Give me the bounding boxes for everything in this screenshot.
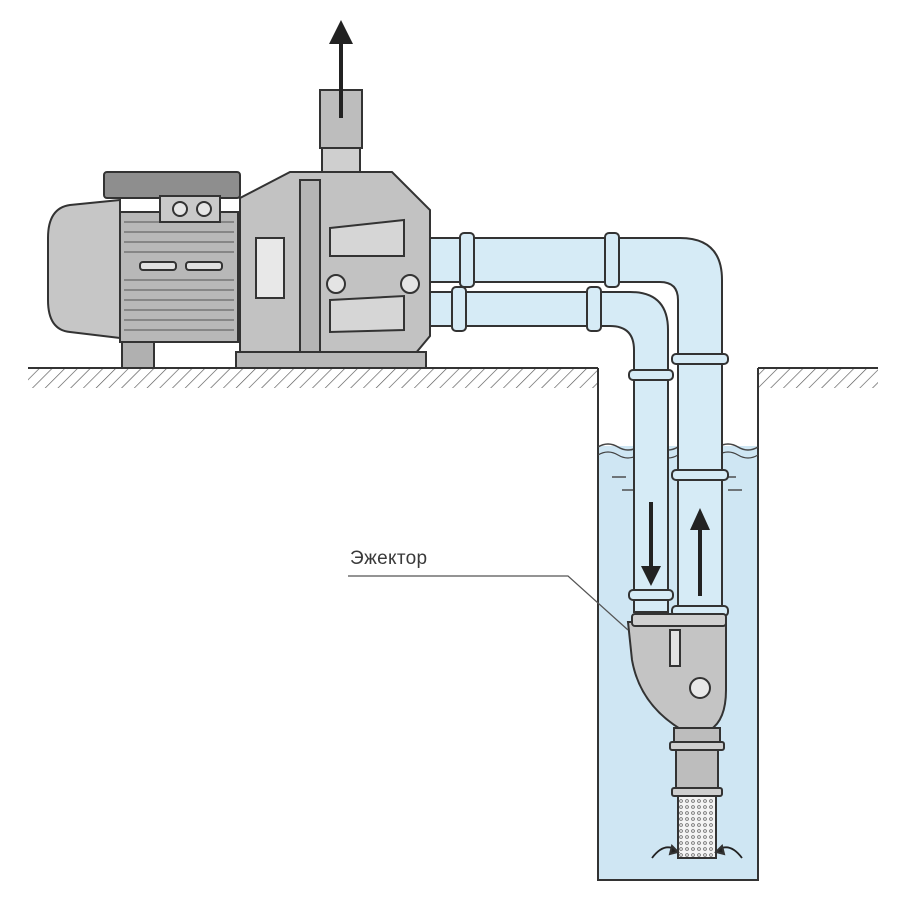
ground-surface — [28, 367, 878, 388]
pipe-coupling — [604, 232, 620, 288]
motor-end-cap — [47, 198, 121, 340]
ejector — [626, 613, 743, 859]
ejector-label: Эжектор — [350, 548, 428, 569]
housing-bolt — [400, 274, 420, 294]
intake-strainer — [677, 795, 717, 859]
pipe-coupling — [459, 232, 475, 288]
pipe-coupling — [451, 286, 467, 332]
pipe-coupling — [671, 353, 729, 365]
jet-pump — [47, 89, 431, 369]
housing-bolt — [326, 274, 346, 294]
motor-foot — [121, 341, 155, 369]
flow-arrows-well — [641, 502, 710, 596]
pipe-coupling — [628, 369, 674, 381]
pipe-system — [429, 232, 729, 617]
ejector-port — [689, 677, 711, 699]
pipe-coupling — [628, 589, 674, 601]
pipe-coupling — [671, 469, 729, 481]
pipe-coupling — [586, 286, 602, 332]
ejector-callout-line — [348, 575, 629, 631]
terminal-box — [103, 171, 241, 199]
discharge-arrow — [329, 20, 353, 118]
